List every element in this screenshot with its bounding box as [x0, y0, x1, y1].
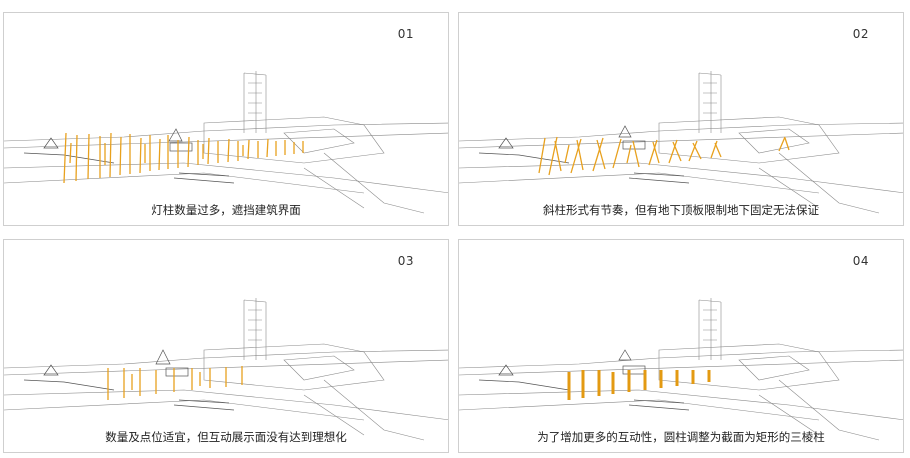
panel-caption: 灯柱数量过多，遮挡建筑界面 [151, 203, 301, 217]
panel-number: 01 [397, 27, 414, 41]
light-poles [538, 136, 790, 176]
scene-sketch [4, 71, 448, 214]
panel-caption: 为了增加更多的互动性，圆柱调整为截面为矩形的三棱柱 [537, 430, 825, 444]
panel-caption: 斜柱形式有节奏，但有地下顶板限制地下固定无法保证 [543, 203, 819, 217]
panel-03: 03 数量及点位适宜，但互动展示面没有达到理想化 [3, 239, 449, 453]
panel-02: 02 斜柱形式有节奏，但有地下顶板限制地下固定无法保证 [458, 12, 904, 226]
panel-caption: 数量及点位适宜，但互动展示面没有达到理想化 [105, 430, 347, 444]
light-poles [567, 370, 711, 400]
scene-sketch [4, 298, 448, 441]
panel-number: 04 [852, 254, 869, 268]
scene-sketch [459, 71, 903, 214]
panel-04: 04 为了增加更多的互动性，圆柱调整为截面为矩形的三棱柱 [458, 239, 904, 453]
panel-number: 03 [397, 254, 414, 268]
light-poles [63, 132, 304, 184]
panel-01: 01 灯柱数量过多，遮挡建筑界面 [3, 12, 449, 226]
light-poles [107, 366, 243, 400]
panel-number: 02 [852, 27, 869, 41]
scene-sketch [459, 298, 903, 441]
